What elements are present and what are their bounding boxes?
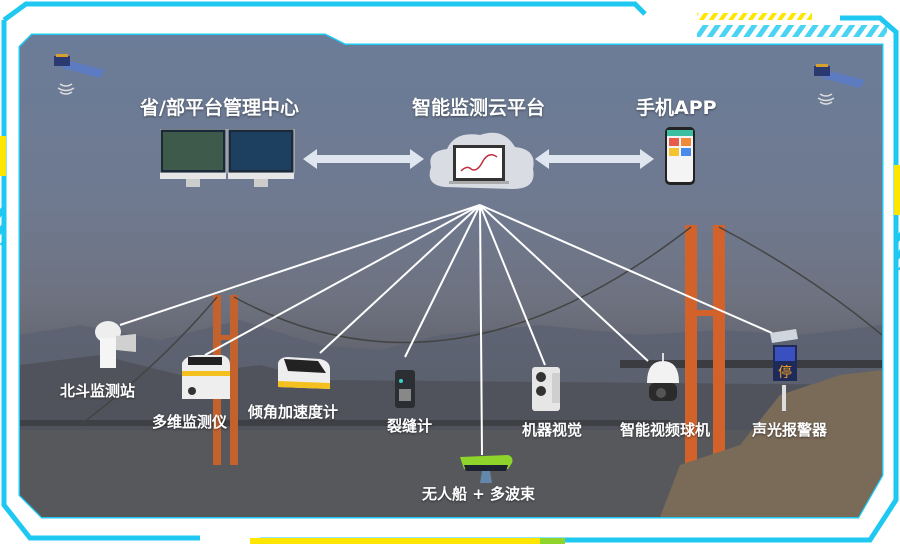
device-label-ptz: 智能视频球机 [620,421,711,439]
device-label-vision: 机器视觉 [522,421,583,439]
dual-monitor-icon [160,129,295,187]
tilt-sensor-box-icon [278,357,330,389]
multi-sensor-box-icon [182,355,230,399]
bridge-photo-panel: 省/部平台管理中心 智能监测云平台 手机APP 北斗监测站 [20,35,882,517]
dome-camera-icon [647,353,679,401]
unmanned-boat-icon [460,455,513,483]
device-label-multi-dim: 多维监测仪 [152,413,228,431]
mobile-app-label: 手机APP [636,97,717,119]
device-label-usv: 无人船 + 多波束 [422,485,536,503]
device-label-tilt: 倾角加速度计 [248,403,339,421]
bidirectional-arrows [303,149,654,169]
platform-center-label: 省/部平台管理中心 [140,97,299,119]
cloud-laptop-icon [429,132,534,189]
gnss-station-icon [95,321,136,368]
alarm-sign-text: 停 [778,364,792,381]
satellite-icon [54,54,105,95]
device-label-crack: 裂缝计 [387,417,433,435]
cloud-platform-label: 智能监测云平台 [412,97,546,119]
smartphone-icon [665,127,695,185]
connection-lines [119,204,773,456]
device-label-beidou: 北斗监测站 [60,382,136,400]
crack-meter-icon [395,370,415,408]
machine-vision-camera-icon [532,367,560,411]
alarm-sign-icon: 停 [770,329,798,411]
device-label-alarm: 声光报警器 [752,421,828,439]
satellite-icon [814,64,865,105]
